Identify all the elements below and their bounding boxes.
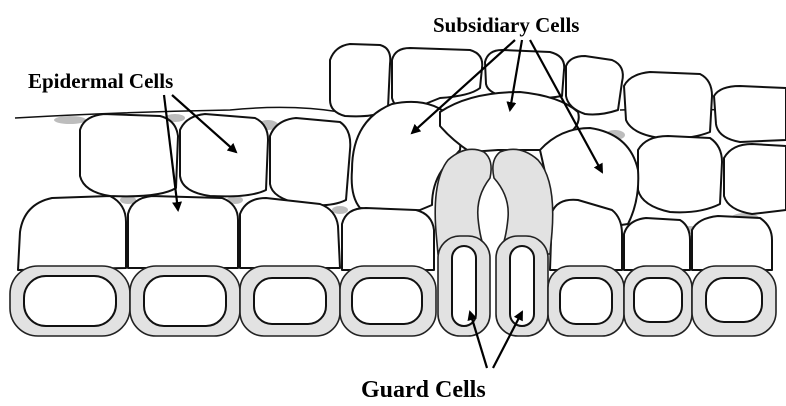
cell-top-5 [624,72,712,138]
cell-mid-2 [180,114,268,196]
label-epidermal-cells: Epidermal Cells [28,69,173,93]
cell-low-4 [342,208,434,270]
guard-cell-left-lumen [452,246,476,326]
cell-low-6 [624,218,690,270]
cell-low-7 [692,216,772,270]
cell-mid-5 [724,144,786,214]
cell-low-5 [550,200,622,270]
cell-mid-3 [270,118,350,205]
cell-low-3 [240,198,340,268]
cell-low-1 [18,196,126,270]
label-guard-cells: Guard Cells [361,377,486,403]
cell-mid-4 [638,136,722,212]
cell-mid-1 [80,114,178,196]
cell-top-6 [714,86,786,142]
cell-top-4 [566,56,623,115]
cell-top-1 [330,44,390,116]
cell-low-2 [128,196,238,268]
label-subsidiary-cells: Subsidiary Cells [433,13,579,37]
